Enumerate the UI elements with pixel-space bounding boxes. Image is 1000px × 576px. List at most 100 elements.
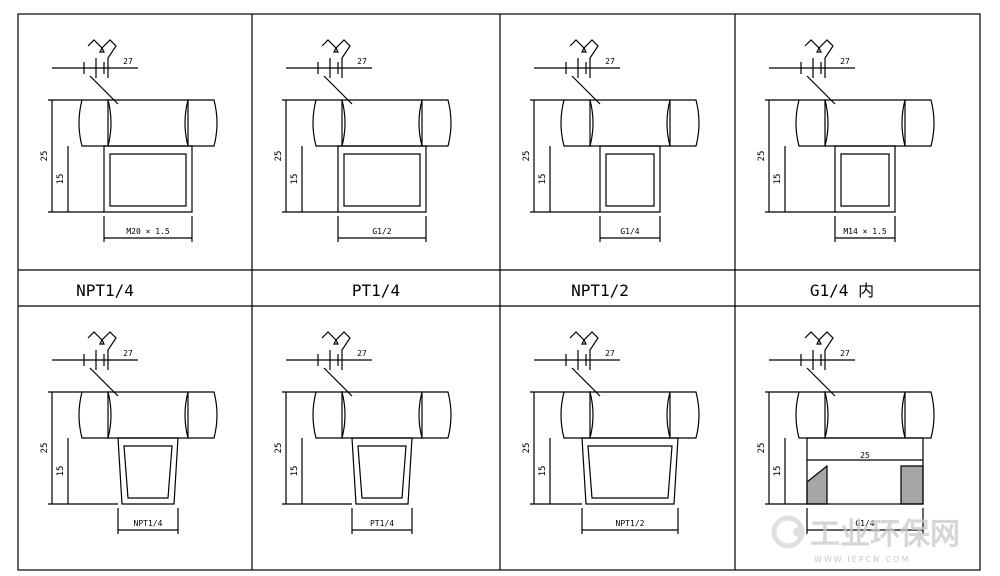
hex-nut-face (341, 391, 423, 439)
height-dimension: 25 (40, 151, 50, 162)
thread-length-dimension: 15 (773, 174, 783, 185)
thread-minor-diameter (605, 153, 655, 207)
height-dimension: 25 (40, 443, 50, 454)
height-dimension: 25 (522, 151, 532, 162)
thread-body (103, 145, 193, 213)
wrench-icon (321, 331, 351, 370)
watermark: 工业环保网 WWW.IEPCN.COM (771, 515, 960, 564)
watermark-logo-icon (771, 515, 805, 549)
thread-length-dimension: 15 (773, 466, 783, 477)
leader-line (571, 367, 601, 397)
hex-nut-face (795, 99, 826, 147)
hex-nut-face (666, 99, 700, 147)
wrench-dimension: 27 (123, 57, 133, 66)
cell-label: PT1/4 (352, 281, 400, 300)
thread-length-dimension: 15 (538, 174, 548, 185)
hex-nut-face (78, 391, 109, 439)
leader-line (806, 75, 836, 105)
hex-nut-face (312, 99, 343, 147)
thread-length-dimension: 15 (56, 174, 66, 185)
hatched-wall (900, 465, 924, 505)
height-dimension: 25 (757, 151, 767, 162)
thread-callout: PT1/4 (370, 519, 394, 528)
wrench-icon (87, 39, 117, 78)
label-row: NPT1/4 PT1/4 NPT1/2 G1/4 内 (76, 281, 874, 300)
thread-callout: G1/2 (372, 227, 391, 236)
height-dimension: 25 (274, 443, 284, 454)
wrench-icon (321, 39, 351, 78)
hex-nut-face (78, 99, 109, 147)
thread-callout: G1/4 (620, 227, 639, 236)
height-dimension: 25 (274, 151, 284, 162)
wrench-dimension: 27 (605, 57, 615, 66)
thread-body (834, 145, 896, 213)
hex-nut-face (107, 391, 189, 439)
thread-body (581, 437, 679, 505)
hex-nut-face (901, 391, 935, 439)
thread-minor-diameter (123, 445, 173, 499)
thread-body (599, 145, 661, 213)
thread-body (351, 437, 413, 505)
bore-dimension: 25 (860, 451, 870, 460)
thread-minor-diameter (343, 153, 421, 207)
hex-nut-face (184, 99, 218, 147)
hex-nut-face (795, 391, 826, 439)
hex-nut-face (589, 391, 671, 439)
hex-nut-face (666, 391, 700, 439)
table-grid (17, 13, 981, 571)
thread-minor-diameter (357, 445, 407, 499)
hex-nut-face (184, 391, 218, 439)
cell-label: NPT1/2 (571, 281, 629, 300)
leader-line (89, 75, 119, 105)
wrench-dimension: 27 (605, 349, 615, 358)
wrench-icon (569, 331, 599, 370)
watermark-brand: 工业环保网 (810, 517, 960, 552)
hex-nut-face (341, 99, 423, 147)
cell-label: G1/4 内 (810, 281, 874, 300)
leader-line (323, 367, 353, 397)
wrench-icon (569, 39, 599, 78)
thread-callout: G1/4 (855, 519, 874, 528)
hex-nut-face (901, 99, 935, 147)
wrench-dimension: 27 (123, 349, 133, 358)
hex-nut-face (560, 99, 591, 147)
hex-nut-face (312, 391, 343, 439)
thread-callout: M20 × 1.5 (126, 227, 170, 236)
hex-nut-face (824, 391, 906, 439)
wrench-icon (87, 331, 117, 370)
wrench-icon (804, 39, 834, 78)
thread-body (117, 437, 179, 505)
thread-body (337, 145, 427, 213)
wrench-dimension: 27 (840, 57, 850, 66)
thread-callout: NPT1/2 (616, 519, 645, 528)
wrench-dimension: 27 (357, 57, 367, 66)
thread-length-dimension: 15 (290, 174, 300, 185)
hatched-wall (806, 464, 828, 505)
hex-nut-face (107, 99, 189, 147)
leader-line (323, 75, 353, 105)
thread-length-dimension: 15 (56, 466, 66, 477)
wrench-dimension: 27 (357, 349, 367, 358)
hex-nut-face (418, 99, 452, 147)
height-dimension: 25 (522, 443, 532, 454)
thread-callout: NPT1/4 (134, 519, 163, 528)
thread-minor-diameter (840, 153, 890, 207)
wrench-icon (804, 331, 834, 370)
leader-line (571, 75, 601, 105)
hex-nut-face (418, 391, 452, 439)
hex-nut-face (589, 99, 671, 147)
cell-label: NPT1/4 (76, 281, 134, 300)
thread-minor-diameter (109, 153, 187, 207)
wrench-dimension: 27 (840, 349, 850, 358)
leader-line (806, 367, 836, 397)
thread-length-dimension: 15 (290, 466, 300, 477)
leader-line (89, 367, 119, 397)
thread-minor-diameter (587, 445, 673, 499)
